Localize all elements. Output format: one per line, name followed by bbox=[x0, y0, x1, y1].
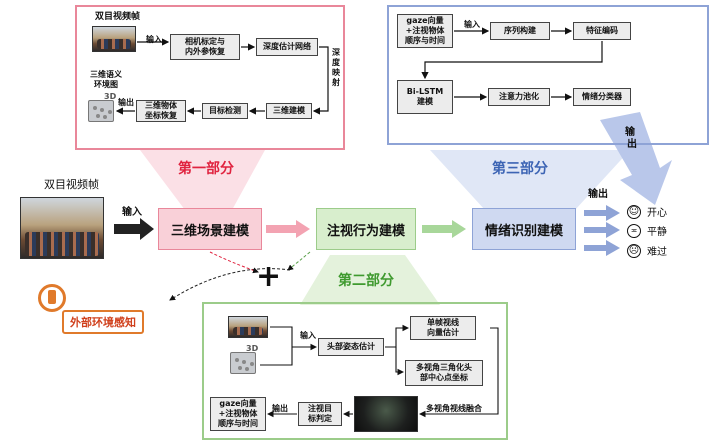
part2-cube-icon bbox=[230, 352, 256, 374]
cone-part2 bbox=[300, 255, 440, 305]
part1-output-arrow-label: 输出 bbox=[118, 98, 134, 107]
gaze-model-box: 注视行为建模 bbox=[316, 208, 416, 250]
happy-face-icon: ☺ bbox=[627, 204, 641, 219]
part1-title: 第一部分 bbox=[178, 161, 234, 177]
sad-face-icon: ☹ bbox=[627, 243, 641, 258]
part1-panel bbox=[75, 5, 345, 150]
semantic-map-label: 三维语义 环境图 bbox=[90, 70, 122, 89]
part3-title: 第三部分 bbox=[492, 161, 548, 177]
part1-video-frame bbox=[92, 26, 136, 52]
part3-input-arrow-label: 输入 bbox=[464, 20, 480, 29]
emo-cls-box: 情绪分类器 bbox=[573, 88, 631, 106]
semantic-map-cube-label: 3D bbox=[104, 92, 117, 101]
main-input-arrow bbox=[114, 218, 154, 240]
part2-title: 第二部分 bbox=[338, 273, 394, 289]
cone-part1 bbox=[140, 150, 265, 210]
feat-enc-box: 特征编码 bbox=[573, 22, 631, 40]
emotion-happy: ☺ 开心 bbox=[627, 204, 667, 219]
external-perception-label: 外部环境感知 bbox=[62, 310, 144, 334]
attn-pool-box: 注意力池化 bbox=[488, 88, 550, 106]
seq-build-box: 序列构建 bbox=[490, 22, 550, 40]
main-video-frame bbox=[20, 197, 104, 259]
part2-video-frame bbox=[228, 316, 268, 338]
single-gaze-box: 单帧视线 向量估计 bbox=[410, 316, 476, 340]
bilstm-box: Bi-LSTM 建模 bbox=[397, 80, 453, 114]
output-arrow-happy bbox=[584, 205, 620, 221]
dashed-arrow-external bbox=[169, 268, 291, 301]
main-video-label: 双目视频帧 bbox=[44, 178, 99, 191]
main-output-arrow-label: 输出 bbox=[588, 189, 608, 200]
plus-sign: + bbox=[256, 259, 282, 294]
part3-output-arrow-label-2: 出 bbox=[627, 139, 637, 150]
part3-output-arrow-label-1: 输 bbox=[625, 127, 635, 138]
part1-input-label: 双目视频帧 bbox=[95, 12, 141, 22]
triangulate-box: 多视角三角化头 部中心点坐标 bbox=[405, 360, 483, 386]
part2-panel bbox=[202, 302, 508, 440]
object-coord-box: 三维物体 坐标恢复 bbox=[136, 100, 186, 122]
head-pose-box: 头部姿态估计 bbox=[318, 338, 384, 356]
dashed-arrow-red bbox=[209, 251, 259, 274]
gaze-seq-box: gaze向量 +注视物体 顺序与时间 bbox=[397, 14, 453, 48]
recon3d-box: 三维建模 bbox=[266, 103, 312, 119]
depth-map-label: 深 度 映 射 bbox=[332, 48, 340, 87]
part3-output-arrow bbox=[600, 112, 672, 205]
detection-box: 目标检测 bbox=[202, 103, 248, 119]
part2-gaze-out-box: gaze向量 +注视物体 顺序与时间 bbox=[210, 397, 266, 431]
gaze-target-box: 注视目 标判定 bbox=[298, 402, 342, 426]
output-arrow-sad bbox=[584, 240, 620, 256]
scene3d-box: 三维场景建模 bbox=[158, 208, 262, 250]
external-perception-icon-inner bbox=[48, 290, 56, 304]
depth-net-box: 深度估计网络 bbox=[256, 38, 318, 56]
part2-cube-label: 3D bbox=[246, 344, 259, 353]
emotion-calm-label: 平静 bbox=[647, 227, 667, 238]
part2-output-arrow-label: 输出 bbox=[272, 404, 288, 413]
neutral-face-icon: ≖ bbox=[627, 223, 641, 238]
emotion-sad-label: 难过 bbox=[647, 247, 667, 258]
emotion-calm: ≖ 平静 bbox=[627, 223, 667, 238]
emotion-sad: ☹ 难过 bbox=[627, 243, 667, 258]
emotion-happy-label: 开心 bbox=[647, 208, 667, 219]
gaze-to-emotion-arrow bbox=[422, 220, 466, 238]
part3-panel bbox=[387, 5, 709, 145]
semantic-map-cube-icon bbox=[88, 100, 114, 122]
main-input-arrow-label: 输入 bbox=[122, 207, 142, 218]
fusion-scene-image bbox=[354, 396, 418, 432]
scene-to-gaze-arrow bbox=[266, 220, 310, 238]
part1-input-arrow-label: 输入 bbox=[146, 35, 162, 44]
cone-part3 bbox=[430, 150, 630, 210]
dashed-arrow-green bbox=[287, 251, 311, 271]
part2-input-arrow-label: 输入 bbox=[300, 331, 316, 340]
emotion-box: 情绪识别建模 bbox=[472, 208, 576, 250]
calibration-box: 相机标定与 内外参恢复 bbox=[170, 34, 240, 60]
fusion-label: 多视角视线融合 bbox=[426, 404, 482, 413]
output-arrow-calm bbox=[584, 222, 620, 238]
